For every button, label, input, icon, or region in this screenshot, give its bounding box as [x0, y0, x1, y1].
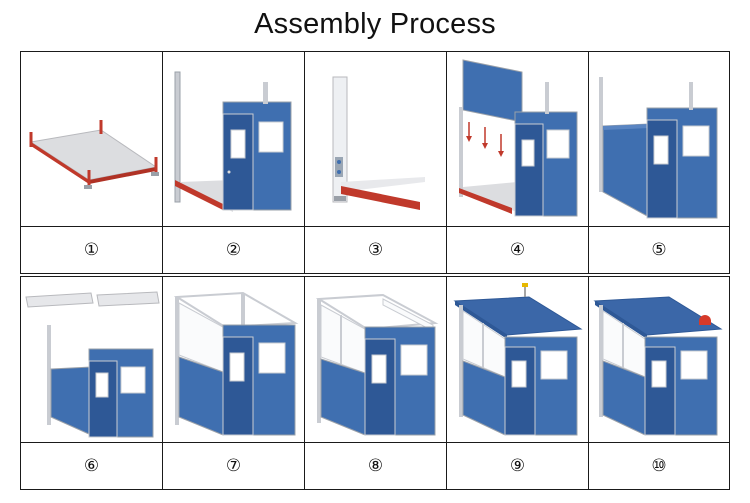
- step-4-image: [446, 51, 589, 227]
- step-5-image: [588, 51, 730, 227]
- step-8-label: ⑧: [304, 442, 447, 490]
- step-2-label: ②: [162, 226, 305, 274]
- step-10-image: [588, 276, 730, 443]
- step-6-image: [20, 276, 163, 443]
- step-2-image: [162, 51, 305, 227]
- step-8-image: [304, 276, 447, 443]
- assembly-grid: ① ② ③ ④ ⑤: [20, 51, 730, 490]
- step-1-label: ①: [20, 226, 163, 274]
- step-3-label: ③: [304, 226, 447, 274]
- step-1-image: [20, 51, 163, 227]
- step-9-image: [446, 276, 589, 443]
- step-3-image: [304, 51, 447, 227]
- step-9-label: ⑨: [446, 442, 589, 490]
- page-title: Assembly Process: [254, 8, 496, 40]
- step-7-image: [162, 276, 305, 443]
- step-5-label: ⑤: [588, 226, 730, 274]
- step-4-label: ④: [446, 226, 589, 274]
- step-7-label: ⑦: [162, 442, 305, 490]
- step-6-label: ⑥: [20, 442, 163, 490]
- step-10-label: ⑩: [588, 442, 730, 490]
